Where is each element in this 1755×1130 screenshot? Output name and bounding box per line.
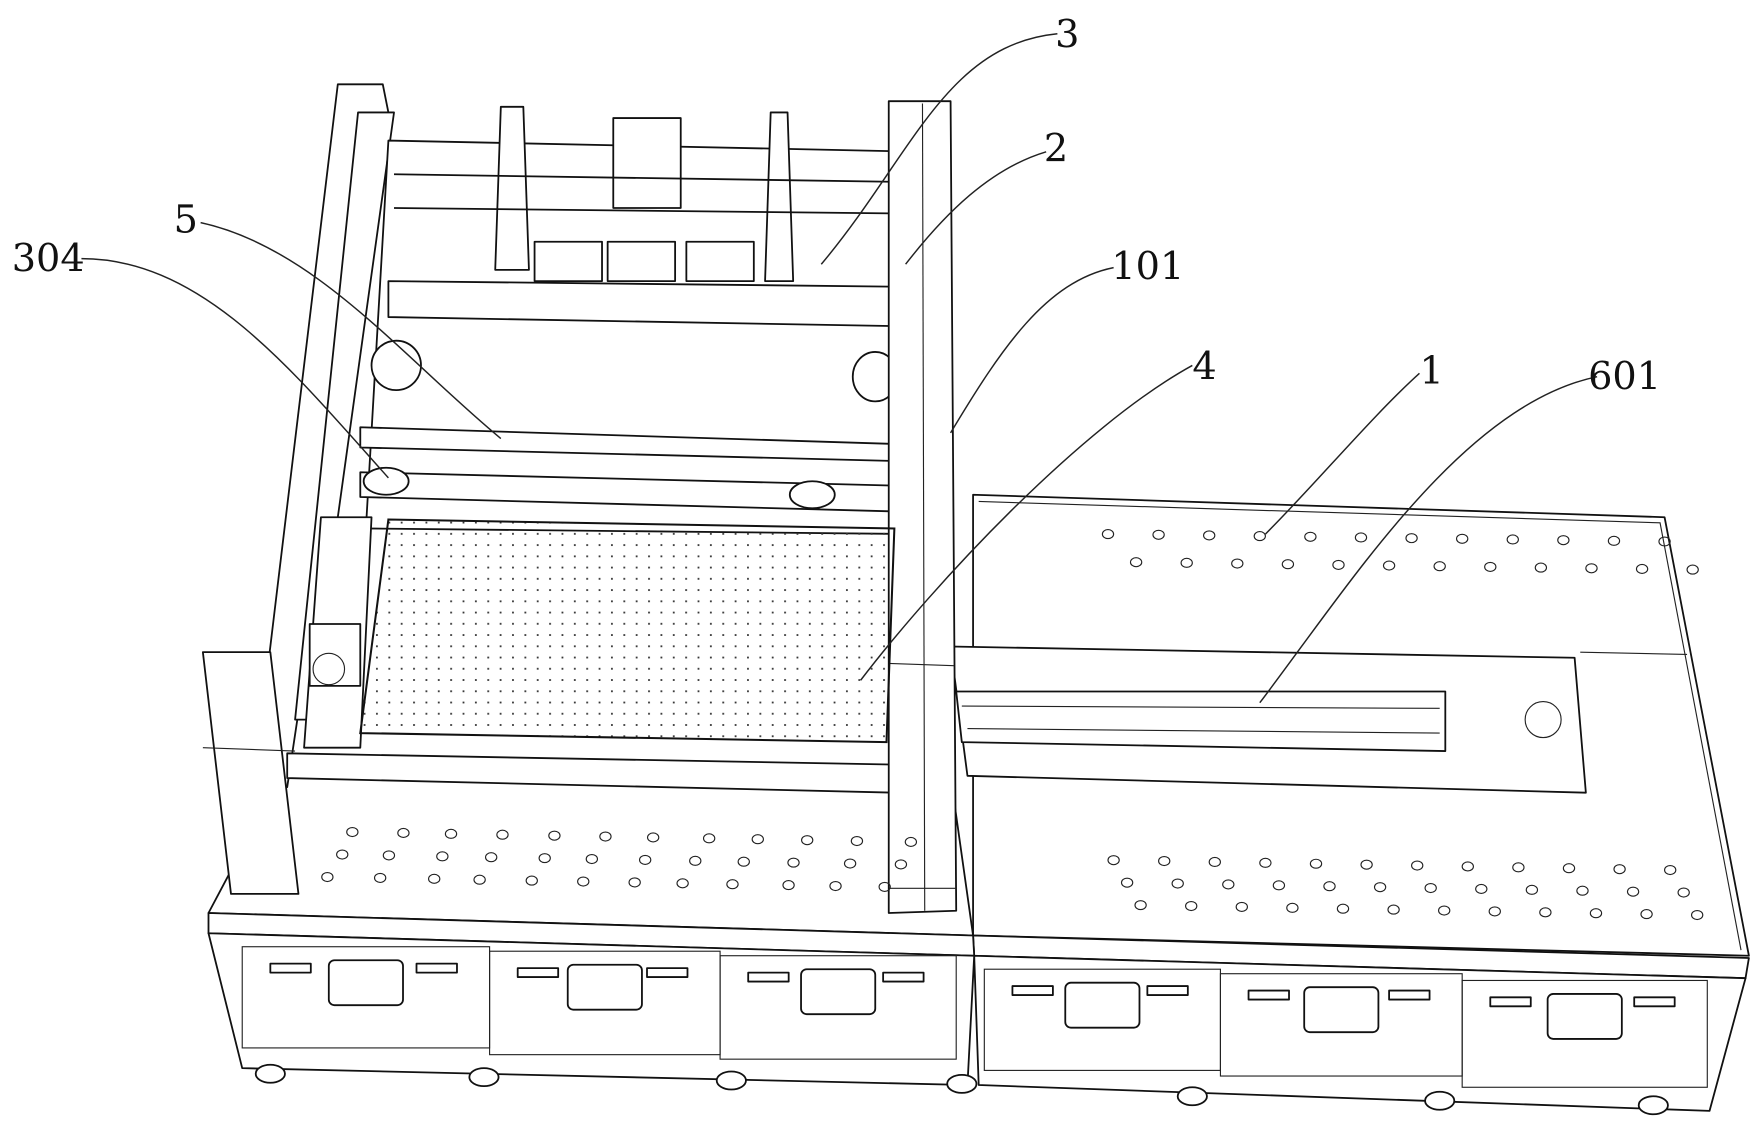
caster-wheel [947,1075,976,1093]
label-3: 3 [1055,13,1079,57]
label-4: 4 [1192,345,1216,389]
caster-wheel [256,1065,285,1083]
left-table [208,765,974,1085]
caster-wheel [1178,1087,1207,1105]
caster-wheel [1425,1092,1454,1110]
caster-wheel [717,1072,746,1090]
label-601: 601 [1588,355,1661,399]
caster-wheel [1639,1096,1668,1114]
label-5: 5 [174,199,198,243]
table-hole [1687,565,1698,574]
right-table [951,495,1749,1111]
label-1: 1 [1419,349,1443,393]
screen-plate [360,519,894,742]
label-2: 2 [1044,127,1068,171]
caster-wheel [469,1068,498,1086]
label-304: 304 [12,237,85,281]
label-101: 101 [1111,245,1184,289]
